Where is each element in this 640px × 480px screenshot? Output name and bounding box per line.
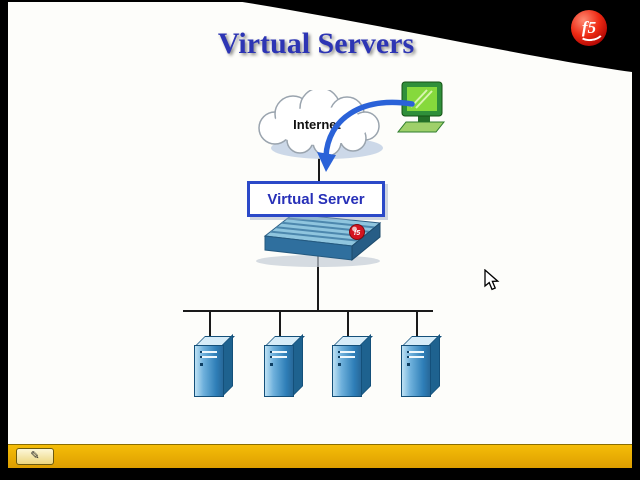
bigip-device-icon: f5 bbox=[256, 213, 382, 267]
virtual-server-box: Virtual Server bbox=[247, 181, 385, 217]
svg-text:f5: f5 bbox=[354, 230, 360, 237]
mouse-cursor bbox=[484, 269, 500, 291]
pencil-icon: ✎ bbox=[30, 450, 40, 462]
pen-tool-button[interactable]: ✎ bbox=[16, 448, 54, 465]
internet-label: Internet bbox=[293, 117, 341, 132]
slide-corner-decoration bbox=[230, 0, 632, 72]
f5-logo-label: f5 bbox=[581, 18, 597, 37]
slide-title: Virtual Servers bbox=[217, 27, 415, 60]
f5-logo: f5 bbox=[571, 10, 607, 46]
f5-ball-icon: f5 bbox=[349, 224, 365, 240]
server-icon bbox=[191, 334, 235, 400]
traffic-arrow-icon bbox=[317, 99, 415, 172]
server-icon bbox=[329, 334, 373, 400]
server-icon bbox=[261, 334, 305, 400]
bottom-toolbar bbox=[8, 444, 632, 468]
server-icon bbox=[398, 334, 442, 400]
virtual-server-label: Virtual Server bbox=[267, 190, 365, 208]
